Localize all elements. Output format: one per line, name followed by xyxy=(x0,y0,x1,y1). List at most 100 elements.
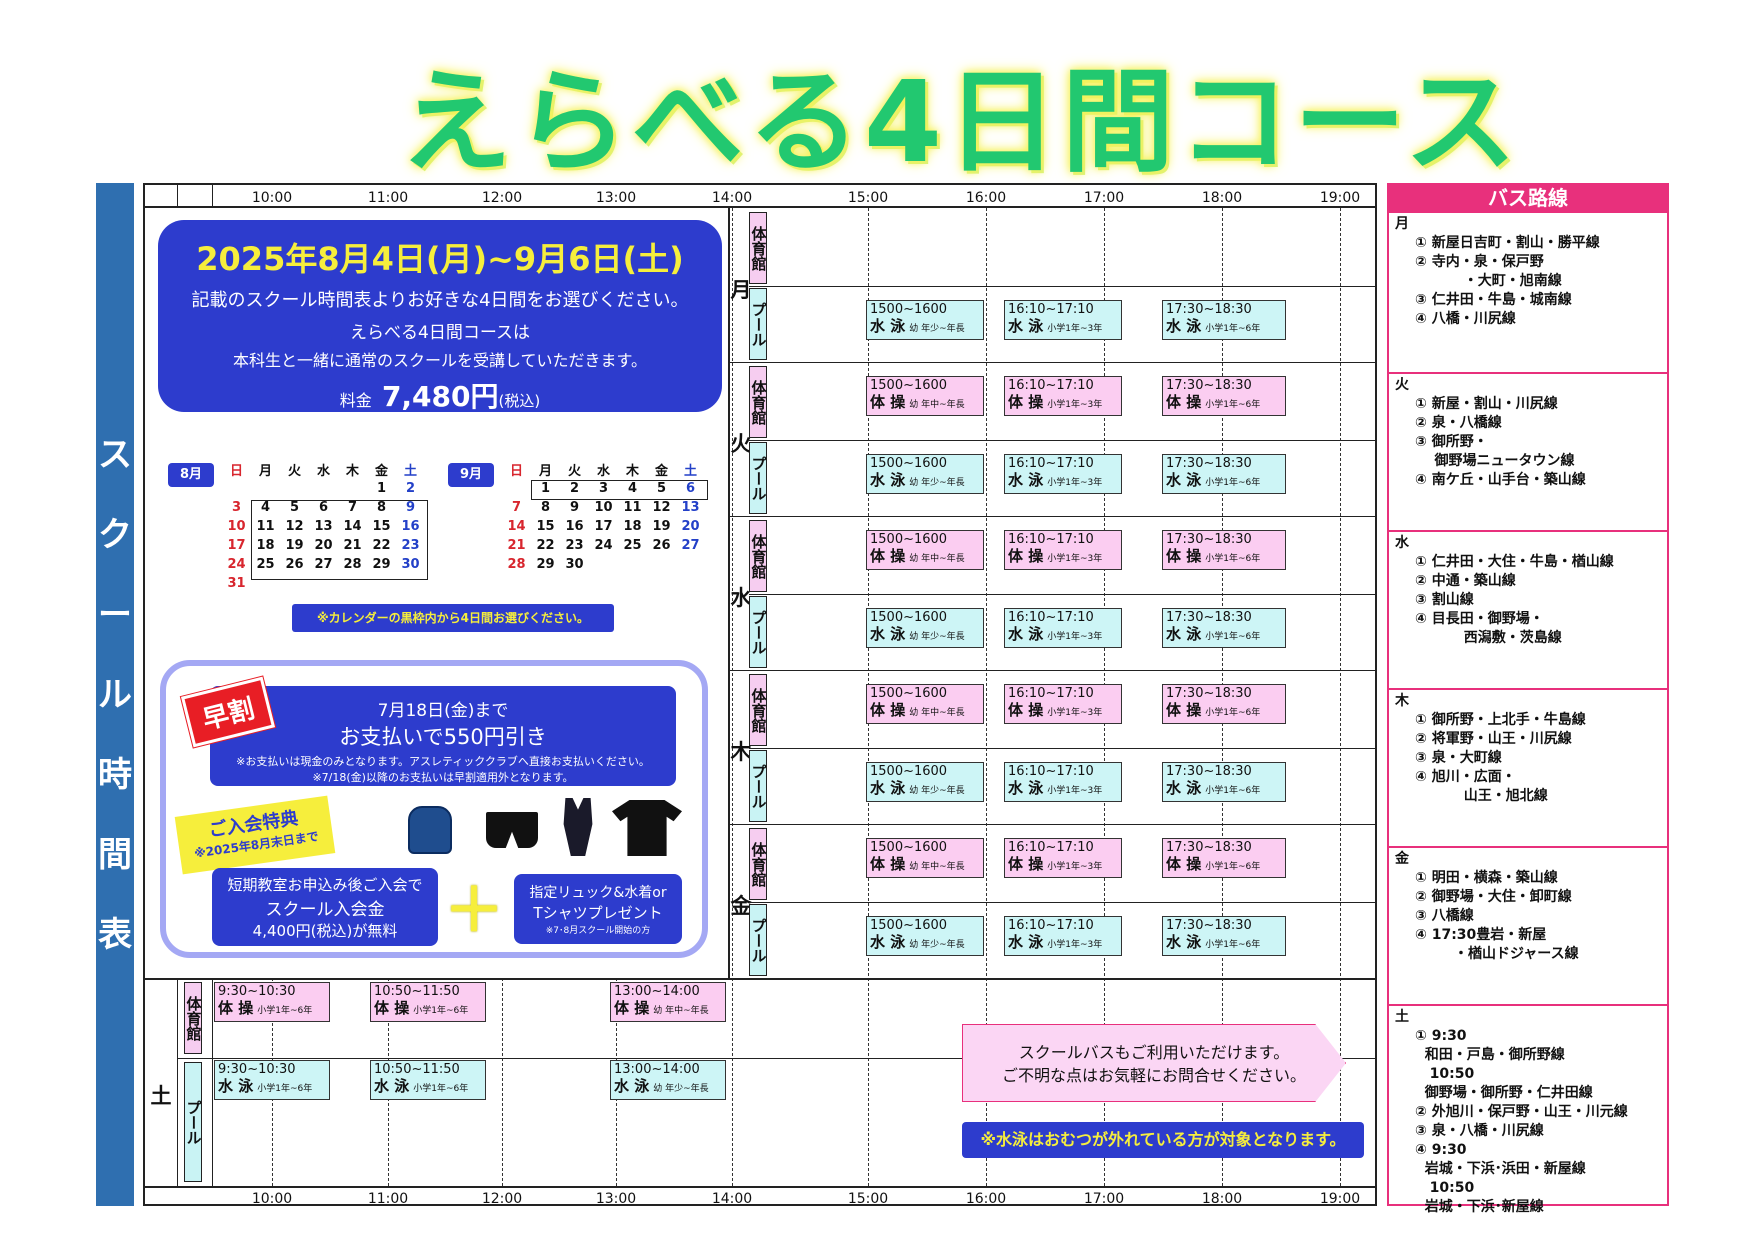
sat-slot-time: 9:30~10:30 xyxy=(218,1062,296,1077)
pool-sub-label: プール xyxy=(749,442,768,514)
cal-date: 27 xyxy=(314,557,333,572)
cal-date: 15 xyxy=(372,519,391,534)
pool-sub-label: プール xyxy=(749,904,768,976)
cal-date: 10 xyxy=(594,500,613,515)
calendar-note: ※カレンダーの黒枠内から4日間お選びください。 xyxy=(292,604,614,632)
bus-route-line: 御野場・御所野・仁井田線 xyxy=(1415,1085,1593,1101)
time-tick: 15:00 xyxy=(847,190,889,206)
pool-slot-time: 1500~1600 xyxy=(870,302,948,317)
cal-date: 24 xyxy=(227,557,246,572)
pool-slot-name: 水 泳 xyxy=(1008,471,1044,489)
bonus-right-l1: 指定リュック&水着or xyxy=(529,885,667,901)
pool-slot-time: 17:30~18:30 xyxy=(1166,302,1252,317)
cal-weekday: 水 xyxy=(596,464,610,479)
bus-route-line: ③ 泉・八橋・川尻線 xyxy=(1415,1123,1544,1139)
time-tick: 13:00 xyxy=(595,190,637,206)
pool-sub-text: プール xyxy=(749,455,768,501)
day-label: 水 xyxy=(730,586,752,610)
time-gridline xyxy=(732,208,733,1186)
sub-separator xyxy=(749,594,1377,595)
cal-date: 30 xyxy=(401,557,420,572)
pool-slot-name: 水 泳 xyxy=(1166,933,1202,951)
cal-date: 20 xyxy=(314,538,333,553)
fee-tax: (税込) xyxy=(498,392,541,410)
gym-slot-time: 16:10~17:10 xyxy=(1008,378,1094,393)
time-tick: 12:00 xyxy=(481,1191,523,1207)
pool-sub-label: プール xyxy=(749,750,768,822)
cal-date: 28 xyxy=(507,557,526,572)
pool-sub-text: プール xyxy=(749,301,768,347)
cal-date: 16 xyxy=(401,519,420,534)
bus-route-line: ② 寺内・泉・保戸野 xyxy=(1415,254,1544,270)
day-separator xyxy=(728,670,1377,671)
gym-slot-name: 体 操 xyxy=(1008,393,1044,411)
pool-slot-name: 水 泳 xyxy=(870,625,906,643)
time-tick: 12:00 xyxy=(481,190,523,206)
gym-slot-age: 幼 年中~年長 xyxy=(909,400,965,410)
banner-line2: えらべる4日間コースは xyxy=(350,323,530,343)
gym-slot-time: 17:30~18:30 xyxy=(1166,840,1252,855)
side-title-char: 表 xyxy=(98,914,132,955)
sat-slot-age: 幼 年中~年長 xyxy=(653,1006,709,1016)
gym-slot-name: 体 操 xyxy=(870,701,906,719)
pool-slot-time: 17:30~18:30 xyxy=(1166,918,1252,933)
bonus-right-l2: Tシャツプレゼント xyxy=(533,904,663,922)
cal-date: 11 xyxy=(623,500,642,515)
cal-date: 2 xyxy=(569,481,580,496)
sat-slot-age: 小学1年~6年 xyxy=(413,1006,469,1016)
cal-date: 23 xyxy=(401,538,420,553)
bus-route-line: ④ 17:30豊岩・新屋 xyxy=(1415,927,1547,943)
sat-slot-name: 水 泳 xyxy=(374,1077,410,1095)
gym-slot-time: 16:10~17:10 xyxy=(1008,532,1094,547)
pool-slot-name: 水 泳 xyxy=(1166,625,1202,643)
bus-route-line: ③ 八橋線 xyxy=(1415,908,1474,924)
cal-date: 29 xyxy=(536,557,555,572)
gym-slot-time: 1500~1600 xyxy=(870,686,948,701)
schedule-grid xyxy=(143,183,1377,1206)
pool-slot-time: 17:30~18:30 xyxy=(1166,456,1252,471)
cal-weekday: 水 xyxy=(316,464,330,479)
cal-date: 7 xyxy=(511,500,522,515)
bonus-right-box: 指定リュック&水着or Tシャツプレゼント ※7･8月スクール開始の方 xyxy=(514,874,682,944)
cal-date: 16 xyxy=(565,519,584,534)
gym-slot-time: 16:10~17:10 xyxy=(1008,686,1094,701)
cal-date: 13 xyxy=(681,500,700,515)
cal-date: 25 xyxy=(256,557,275,572)
bus-route-line: 和田・戸島・御所野線 xyxy=(1415,1047,1565,1063)
cal-date: 17 xyxy=(594,519,613,534)
cal-date: 4 xyxy=(260,500,271,515)
cal-date: 6 xyxy=(318,500,329,515)
bus-day-label: 土 xyxy=(1395,1009,1409,1025)
gym-slot-age: 幼 年中~年長 xyxy=(909,708,965,718)
cal-weekday: 木 xyxy=(625,464,639,479)
pool-slot-age: 小学1年~6年 xyxy=(1205,324,1261,334)
cal-weekday: 金 xyxy=(654,464,668,479)
time-tick: 14:00 xyxy=(711,190,753,206)
pool-slot-time: 1500~1600 xyxy=(870,918,948,933)
sat-slot-name: 体 操 xyxy=(374,999,410,1017)
sat-sub-line xyxy=(212,978,213,1186)
pool-slot-age: 小学1年~3年 xyxy=(1047,786,1103,796)
cal-date: 21 xyxy=(343,538,362,553)
gym-slot-age: 小学1年~3年 xyxy=(1047,708,1103,718)
cal-date: 3 xyxy=(598,481,609,496)
pool-slot-name: 水 泳 xyxy=(1008,933,1044,951)
bonus-left-l3: 4,400円(税込)が無料 xyxy=(252,922,398,940)
bus-day-label: 金 xyxy=(1395,851,1409,867)
promo-frame xyxy=(160,660,708,958)
bus-route-line: ② 泉・八橋線 xyxy=(1415,415,1502,431)
sat-sub-separator xyxy=(177,1058,1377,1059)
banner-line1: 記載のスクール時間表よりお好きな4日間をお選びください。 xyxy=(191,290,689,311)
bus-note: スクールバスもご利用いただけます。 ご不明な点はお気軽にお問合せください。 xyxy=(962,1024,1346,1102)
pool-slot-name: 水 泳 xyxy=(870,317,906,335)
pool-slot-name: 水 泳 xyxy=(870,933,906,951)
